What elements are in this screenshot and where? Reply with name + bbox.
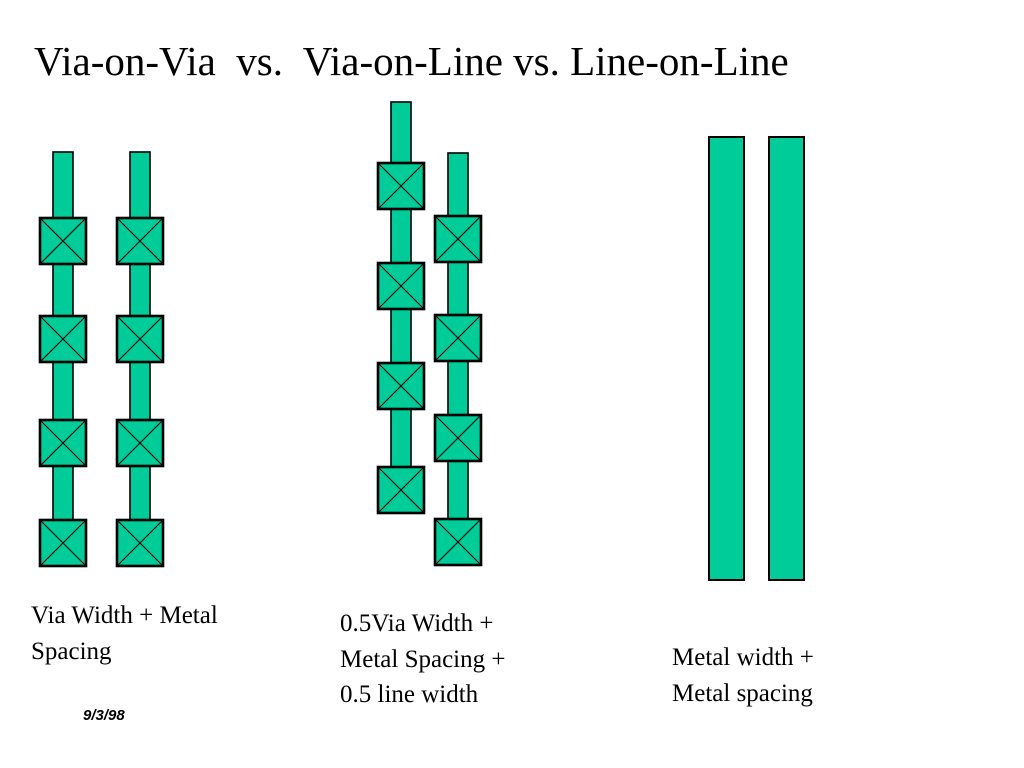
- via-cross-diagonal-a: [434, 414, 482, 462]
- via-cross-diagonal-b: [39, 519, 87, 567]
- via-box: [115, 314, 165, 364]
- via-square: [115, 216, 165, 266]
- via-box: [376, 361, 426, 411]
- via-square: [38, 418, 88, 468]
- via-cross-diagonal-b: [377, 162, 425, 210]
- via-box: [433, 413, 483, 463]
- via-square: [38, 518, 88, 568]
- via-cross-diagonal-a: [116, 315, 164, 363]
- via-cross-diagonal-a: [377, 262, 425, 310]
- via-box: [38, 314, 88, 364]
- diagram-group-line-on-line: [708, 136, 805, 581]
- metal-bar-line-on-line-right: [768, 136, 805, 581]
- via-square: [433, 517, 483, 567]
- via-box: [115, 518, 165, 568]
- via-cross-diagonal-b: [116, 315, 164, 363]
- via-box: [115, 418, 165, 468]
- date-stamp: 9/3/98: [83, 707, 125, 724]
- via-cross-diagonal-b: [116, 217, 164, 265]
- via-square: [433, 313, 483, 363]
- via-square: [115, 418, 165, 468]
- via-square: [376, 465, 426, 515]
- via-square: [376, 161, 426, 211]
- via-cross-diagonal-b: [434, 314, 482, 362]
- via-cross-diagonal-b: [116, 419, 164, 467]
- via-box: [376, 161, 426, 211]
- metal-line-via-on-line-right: [447, 152, 469, 566]
- via-square: [433, 413, 483, 463]
- via-cross-diagonal-b: [39, 217, 87, 265]
- via-cross-diagonal-b: [39, 419, 87, 467]
- via-cross-diagonal-a: [434, 215, 482, 263]
- via-cross-diagonal-b: [377, 262, 425, 310]
- page-title: Via-on-Via vs. Via-on-Line vs. Line-on-L…: [34, 38, 789, 84]
- caption-via-on-line: 0.5Via Width + Metal Spacing + 0.5 line …: [340, 610, 506, 708]
- via-box: [433, 313, 483, 363]
- via-cross-diagonal-a: [39, 519, 87, 567]
- metal-column-via-on-line-right: [433, 152, 483, 567]
- via-cross-diagonal-a: [39, 419, 87, 467]
- via-cross-diagonal-b: [116, 519, 164, 567]
- via-box: [38, 418, 88, 468]
- via-square: [376, 361, 426, 411]
- via-box: [38, 216, 88, 266]
- diagram-group-via-on-line: [376, 101, 483, 567]
- via-box: [433, 517, 483, 567]
- metal-bar-line-on-line-left: [708, 136, 745, 581]
- diagram-group-via-on-via: [38, 151, 165, 568]
- via-cross-diagonal-b: [377, 466, 425, 514]
- via-square: [376, 261, 426, 311]
- via-box: [38, 518, 88, 568]
- via-cross-diagonal-b: [377, 362, 425, 410]
- via-box: [376, 465, 426, 515]
- via-cross-diagonal-a: [377, 362, 425, 410]
- via-square: [433, 214, 483, 264]
- via-box: [115, 216, 165, 266]
- caption-line-on-line: Metal width + Metal spacing: [672, 644, 814, 707]
- via-square: [115, 518, 165, 568]
- caption-via-on-via: Via Width + Metal Spacing: [31, 602, 218, 665]
- via-cross-diagonal-a: [377, 162, 425, 210]
- via-cross-diagonal-a: [377, 466, 425, 514]
- via-cross-diagonal-b: [434, 414, 482, 462]
- via-cross-diagonal-a: [116, 217, 164, 265]
- via-cross-diagonal-b: [434, 215, 482, 263]
- via-square: [38, 216, 88, 266]
- via-cross-diagonal-a: [39, 315, 87, 363]
- via-box: [433, 214, 483, 264]
- via-square: [38, 314, 88, 364]
- via-cross-diagonal-a: [116, 519, 164, 567]
- via-cross-diagonal-a: [434, 314, 482, 362]
- metal-line-via-on-via-right: [129, 151, 151, 567]
- metal-column-via-on-via-left: [38, 151, 88, 568]
- metal-column-via-on-via-right: [115, 151, 165, 568]
- via-box: [376, 261, 426, 311]
- metal-line-via-on-via-left: [52, 151, 74, 567]
- via-cross-diagonal-b: [39, 315, 87, 363]
- via-cross-diagonal-a: [116, 419, 164, 467]
- metal-column-via-on-line-left: [376, 101, 426, 515]
- via-square: [115, 314, 165, 364]
- via-cross-diagonal-a: [434, 518, 482, 566]
- metal-line-via-on-line-left: [390, 101, 412, 514]
- via-cross-diagonal-a: [39, 217, 87, 265]
- via-cross-diagonal-b: [434, 518, 482, 566]
